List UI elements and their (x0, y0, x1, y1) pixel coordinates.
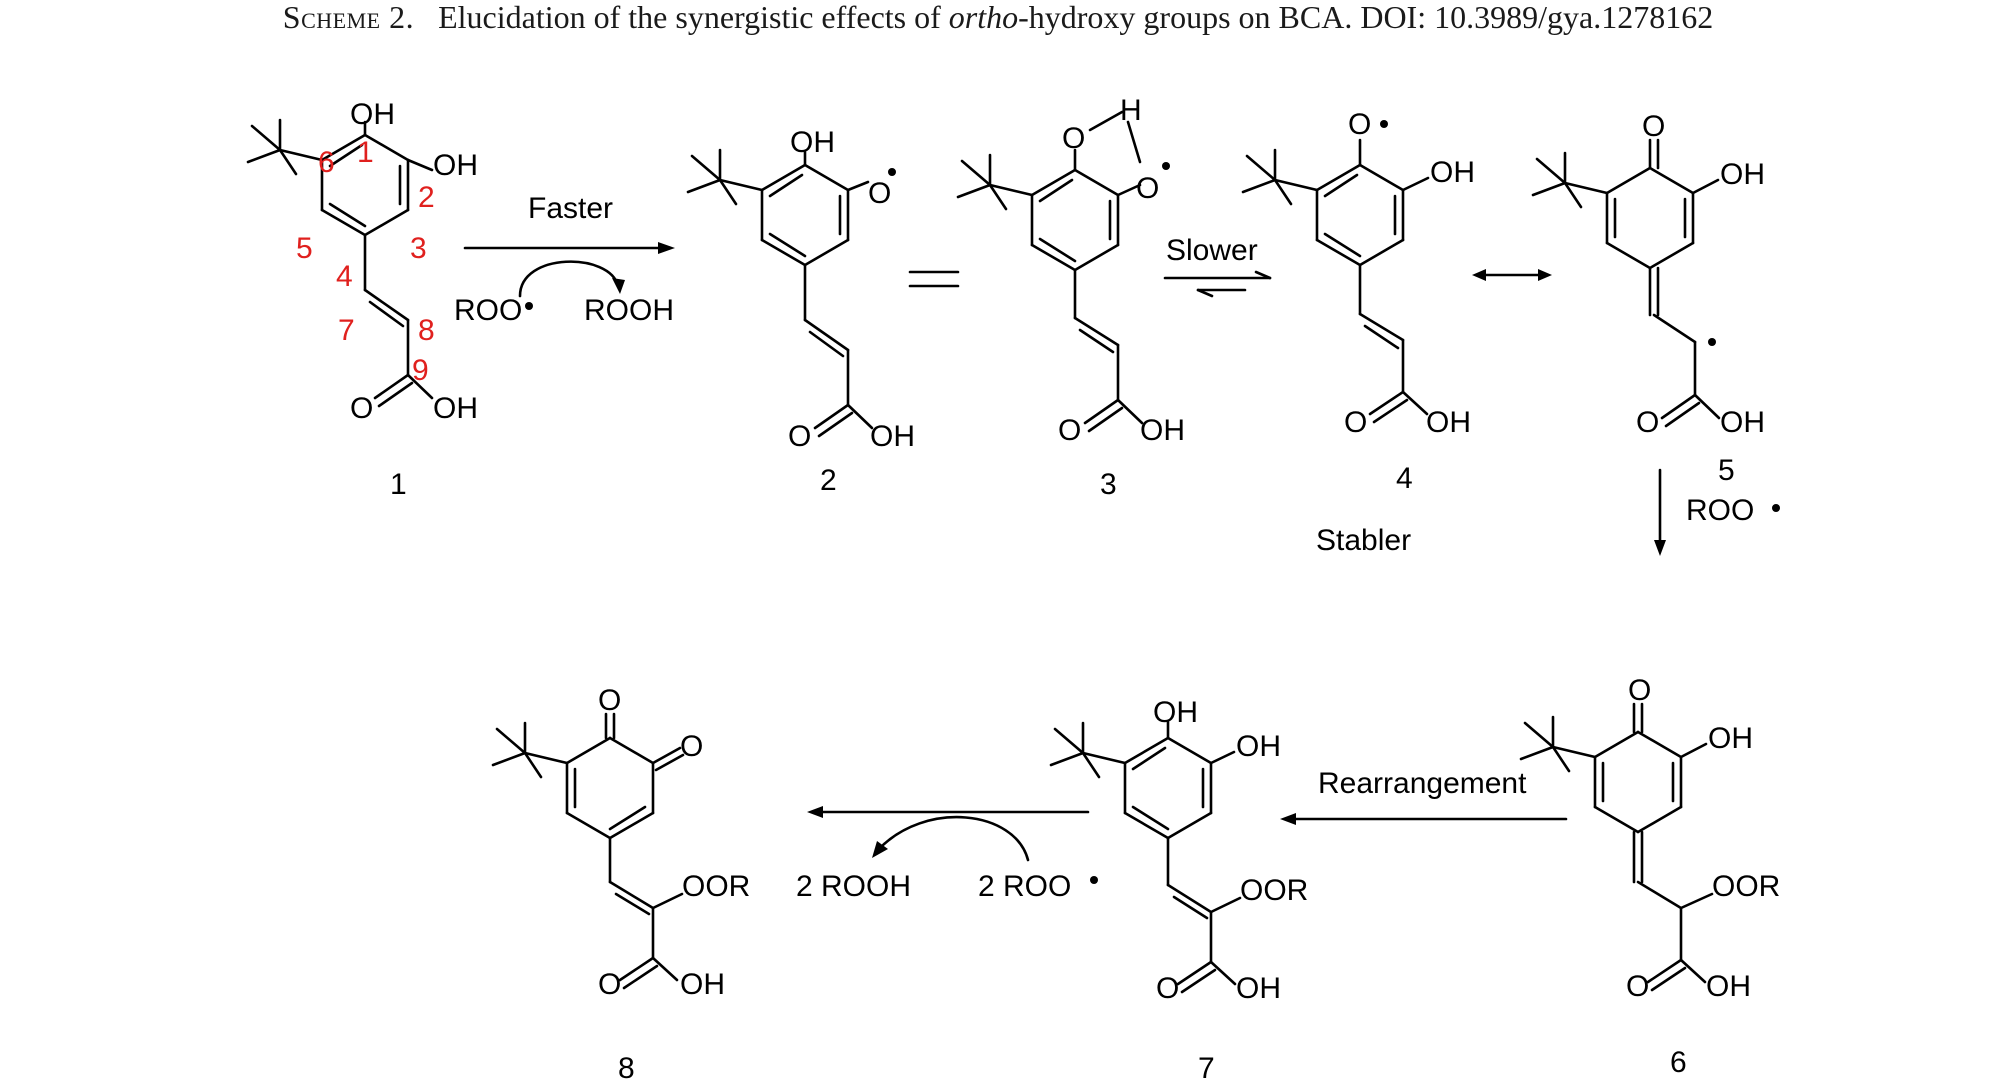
compound-number-4: 4 (1396, 462, 1413, 495)
atom-number-6: 6 (318, 146, 335, 179)
compound-7-structure (1049, 720, 1242, 994)
compound-8-acid-oh: OH (680, 968, 725, 1001)
compound-4-acid-oh: OH (1426, 406, 1471, 439)
compound-5-oh: OH (1720, 158, 1765, 191)
resonance-arrow-4-5 (1472, 269, 1552, 281)
compound-5-o-keto: O (1642, 110, 1665, 143)
compound-3-structure (956, 110, 1144, 433)
atom-number-9: 9 (412, 354, 429, 387)
compound-2-o-radical: O (868, 177, 891, 210)
atom-number-2: 2 (418, 181, 435, 214)
arrow-5-to-6 (1654, 468, 1666, 556)
compound-6-structure (1519, 702, 1714, 992)
compound-8-o-top: O (598, 684, 621, 717)
compound-3-acid-oh: OH (1140, 414, 1185, 447)
compound-number-3: 3 (1100, 468, 1117, 501)
roo-radical-label-2: ROO (1686, 494, 1754, 527)
atom-number-8: 8 (418, 314, 435, 347)
compound-4-o-radical: O (1348, 108, 1371, 141)
caption-text-before: Elucidation of the synergistic effects o… (438, 0, 949, 35)
compound-number-7: 7 (1198, 1052, 1215, 1082)
compound-8-structure (491, 712, 685, 990)
compound-6-oor: OOR (1712, 870, 1780, 903)
compound-1-acid-o: O (350, 392, 373, 425)
equivalence-sign (908, 270, 960, 288)
rooh-label-1: ROOH (584, 294, 674, 327)
caption-text-after: -hydroxy groups on BCA. DOI: 10.3989/gya… (1018, 0, 1714, 35)
atom-number-5: 5 (296, 232, 313, 265)
compound-4-acid-o: O (1344, 406, 1367, 439)
compound-7-oh-right: OH (1236, 730, 1281, 763)
compound-8-oor: OOR (682, 870, 750, 903)
equilibrium-arrow-3-4 (1163, 270, 1272, 298)
slower-label: Slower (1166, 234, 1258, 267)
compound-7-acid-o: O (1156, 972, 1179, 1005)
atom-number-7: 7 (338, 314, 355, 347)
compound-5-structure (1531, 138, 1721, 428)
compound-1-oh-top: OH (350, 98, 395, 131)
compound-6-oh: OH (1708, 722, 1753, 755)
compound-number-5: 5 (1718, 454, 1735, 487)
scheme-label: Scheme 2. (282, 0, 415, 35)
compound-number-1: 1 (390, 468, 407, 501)
faster-label: Faster (528, 192, 613, 225)
compound-number-2: 2 (820, 464, 837, 497)
arrow-1-to-2 (463, 242, 675, 298)
compound-5-acid-oh: OH (1720, 406, 1765, 439)
compound-7-oor: OOR (1240, 874, 1308, 907)
compound-4-structure (1241, 138, 1430, 424)
roo-radical-label-1: ROO (454, 294, 522, 327)
compound-6-acid-oh: OH (1706, 970, 1751, 1003)
stabler-label: Stabler (1316, 524, 1411, 557)
compound-5-acid-o: O (1636, 406, 1659, 439)
compound-3-acid-o: O (1058, 414, 1081, 447)
compound-3-o-top: O (1062, 122, 1085, 155)
compound-4-oh: OH (1430, 156, 1475, 189)
compound-2-structure (686, 148, 874, 438)
atom-number-1: 1 (357, 136, 374, 169)
arrow-6-to-7 (1280, 813, 1568, 825)
compound-6-acid-o: O (1626, 970, 1649, 1003)
compound-number-8: 8 (618, 1052, 635, 1082)
two-rooh-label: 2 ROOH (796, 870, 911, 903)
atom-number-3: 3 (410, 232, 427, 265)
compound-6-o-keto: O (1628, 674, 1651, 707)
compound-1-structure (246, 118, 434, 408)
compound-1-acid-oh: OH (433, 392, 478, 425)
compound-7-acid-oh: OH (1236, 972, 1281, 1005)
compound-3-h: H (1120, 94, 1142, 127)
scheme-caption: Scheme 2. Elucidation of the synergistic… (0, 0, 1996, 40)
atom-number-4: 4 (336, 260, 353, 293)
compound-number-6: 6 (1670, 1046, 1687, 1079)
compound-8-acid-o: O (598, 968, 621, 1001)
arrow-7-to-8 (807, 806, 1090, 862)
caption-text-italic: ortho (948, 0, 1019, 35)
compound-7-oh-top: OH (1153, 696, 1198, 729)
compound-2-oh-top: OH (790, 126, 835, 159)
compound-2-acid-oh: OH (870, 420, 915, 453)
compound-3-o-radical: O (1136, 172, 1159, 205)
compound-8-o-right: O (680, 730, 703, 763)
two-roo-radical-label: 2 ROO (978, 870, 1071, 903)
compound-1-oh-right: OH (433, 149, 478, 182)
rearrangement-label: Rearrangement (1318, 767, 1527, 800)
compound-2-acid-o: O (788, 420, 811, 453)
